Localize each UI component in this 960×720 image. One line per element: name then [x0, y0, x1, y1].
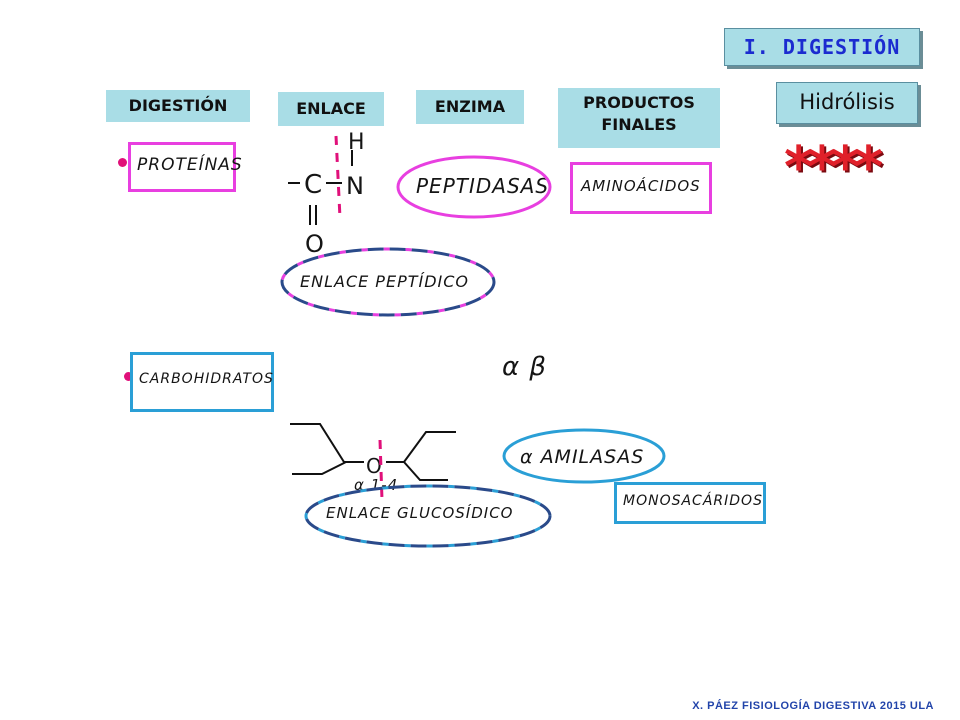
- hydrolysis-label: Hidrólisis: [799, 90, 895, 114]
- proteins-label: PROTEÍNAS: [137, 155, 243, 175]
- stars-rating: ****: [784, 135, 883, 200]
- header-products-line1: PRODUCTOS: [583, 93, 695, 112]
- bullet-proteins: [118, 158, 127, 167]
- chem-n: N: [346, 172, 365, 200]
- peptide-cut-line: [334, 135, 342, 219]
- peptidases-ellipse: [396, 155, 552, 219]
- amylases-ellipse: [502, 428, 666, 484]
- sugar-ring-left-bottom: [292, 461, 347, 475]
- header-enzyme: ENZIMA: [416, 90, 524, 124]
- peptide-bond-ellipse-b: [280, 247, 496, 317]
- header-bond: ENLACE: [278, 92, 384, 126]
- glycosidic-ellipse-b: [304, 484, 552, 548]
- monosaccharides-label: MONOSACÁRIDOS: [623, 493, 763, 509]
- proteins-box: PROTEÍNAS: [128, 142, 242, 192]
- enzyme-peptidases: PEPTIDASAS: [416, 174, 550, 198]
- peptide-bond-ellipse-a: [280, 247, 496, 317]
- alpha-beta-note: α β: [502, 352, 547, 382]
- header-digestion: DIGESTIÓN: [106, 90, 250, 122]
- glycosidic-bond-label: ENLACE GLUCOSÍDICO: [326, 504, 514, 522]
- monosaccharides-box: MONOSACÁRIDOS: [614, 482, 766, 524]
- section-title-box: I. DIGESTIÓN: [724, 28, 920, 66]
- amino-acids-label: AMINOÁCIDOS: [581, 177, 701, 195]
- chem-o: O: [305, 230, 325, 258]
- header-final-products: PRODUCTOS FINALES: [558, 88, 720, 148]
- footer-credit: X. PÁEZ FISIOLOGÍA DIGESTIVA 2015 ULA: [692, 700, 934, 712]
- sugar-ring-left: [290, 423, 364, 463]
- glycosidic-cut-line: [378, 439, 384, 501]
- enzyme-amylases: α AMILASAS: [520, 446, 645, 468]
- sugar-ring-right-bottom: [403, 461, 448, 481]
- peptide-bond-label: ENLACE PEPTÍDICO: [300, 272, 470, 291]
- chem-o-glyco: O: [366, 454, 383, 478]
- chem-h: H: [348, 130, 366, 155]
- hydrolysis-box: Hidrólisis: [776, 82, 918, 124]
- bullet-carbohydrates: [124, 372, 133, 381]
- chem-c: C: [304, 170, 324, 200]
- section-title: I. DIGESTIÓN: [743, 35, 901, 59]
- carbohydrates-label: CARBOHIDRATOS: [139, 371, 274, 387]
- carbohydrates-box: CARBOHIDRATOS: [130, 352, 274, 412]
- sugar-ring-right: [386, 431, 456, 463]
- header-products-line2: FINALES: [601, 115, 677, 134]
- amino-acids-box: AMINOÁCIDOS: [570, 162, 712, 214]
